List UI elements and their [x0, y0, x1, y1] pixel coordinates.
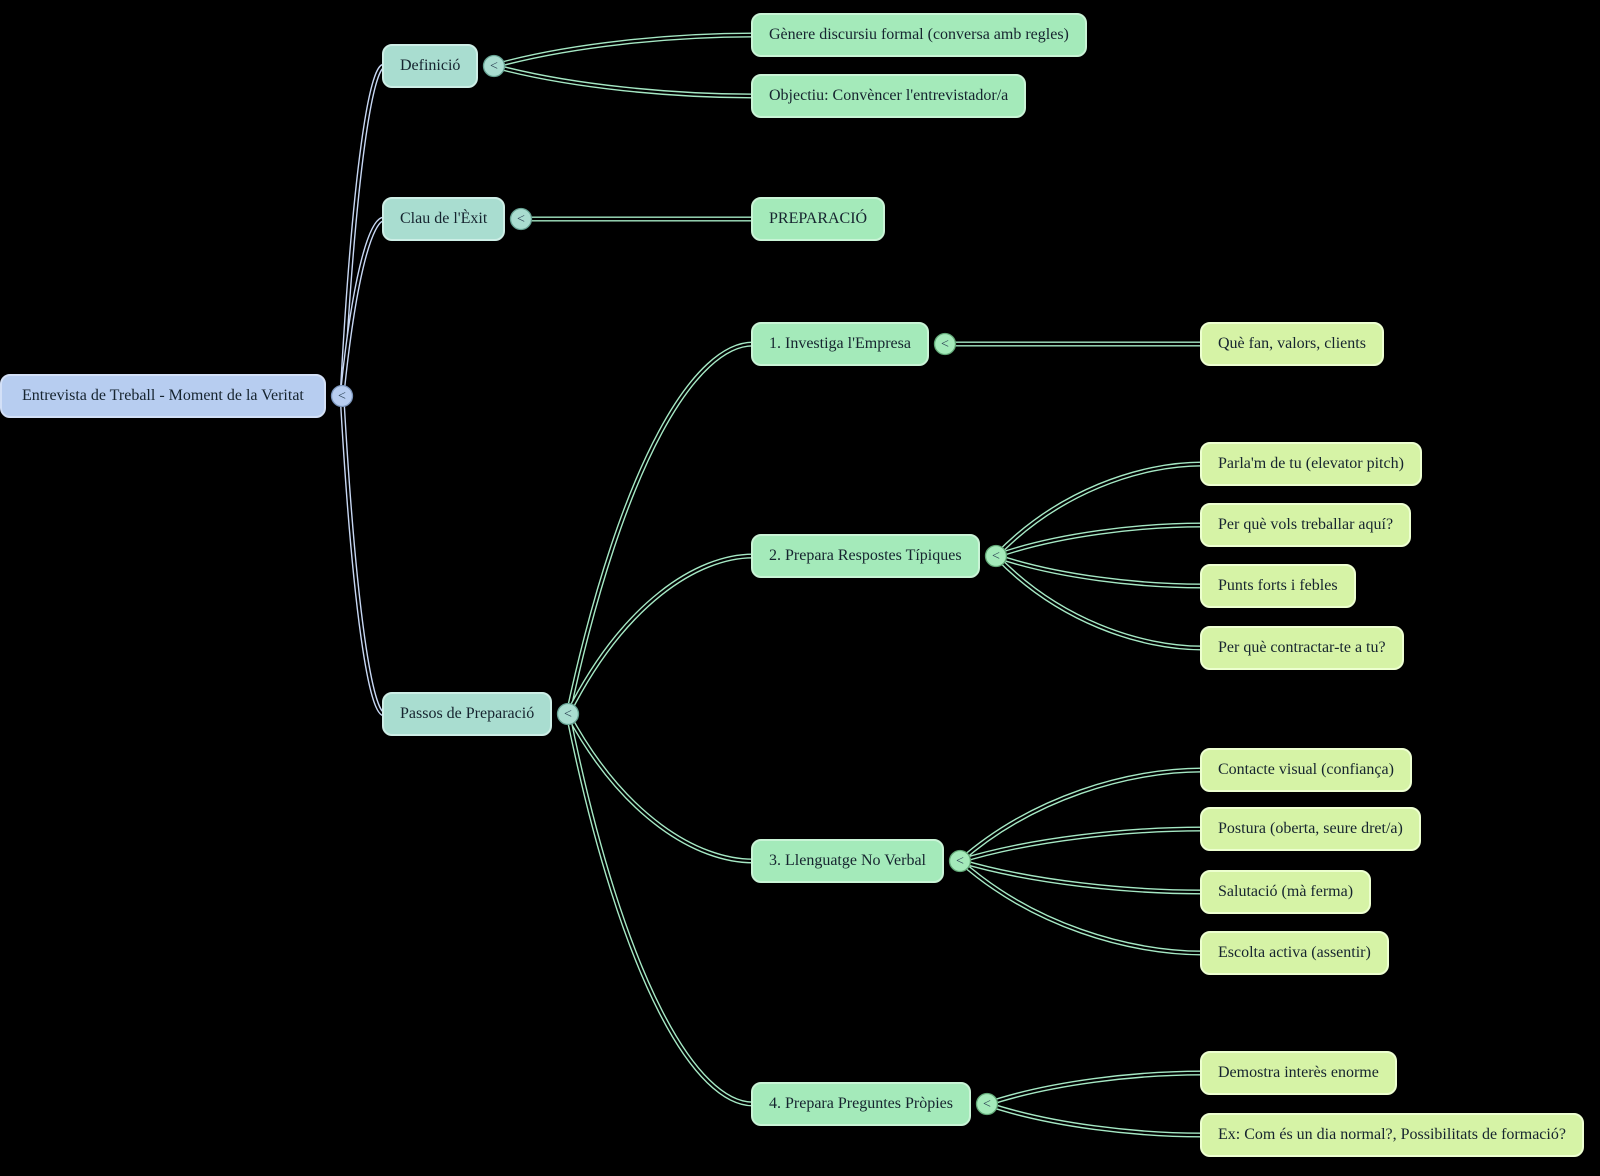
- edge-core-root-definicio: [340, 64, 385, 397]
- edge-respostes-perquecontractar: [994, 554, 1203, 651]
- edge-definicio-genere: [493, 32, 754, 69]
- edge-core-respostes-perquecontractar: [995, 555, 1203, 650]
- mindmap-node-genere[interactable]: Gènere discursiu formal (conversa amb re…: [751, 13, 1087, 57]
- edge-core-definicio-genere: [493, 33, 754, 68]
- edge-llenguatge-escolta: [958, 859, 1203, 956]
- mindmap-node-clau[interactable]: Clau de l'Èxit: [382, 197, 506, 241]
- edge-preguntes-demostra: [986, 1070, 1203, 1107]
- edge-llenguatge-contacte: [958, 767, 1203, 863]
- collapse-toggle-preguntes[interactable]: [975, 1092, 999, 1116]
- edge-core-passos-investiga: [566, 342, 754, 715]
- mindmap-node-salutacio[interactable]: Salutació (mà ferma): [1200, 870, 1372, 914]
- collapse-chevron-icon[interactable]: <: [517, 212, 525, 227]
- mindmap-node-root[interactable]: Entrevista de Treball - Moment de la Ver…: [0, 374, 326, 418]
- edge-core-respostes-puntsforts: [995, 554, 1203, 588]
- collapse-toggle-definicio[interactable]: [482, 54, 506, 78]
- mindmap-node-definicio[interactable]: Definició: [382, 44, 479, 88]
- edge-respostes-parlam: [994, 461, 1203, 558]
- mindmap-node-contacte[interactable]: Contacte visual (confiança): [1200, 748, 1412, 792]
- mindmap-node-escolta[interactable]: Escolta activa (assentir): [1200, 931, 1389, 975]
- collapse-chevron-icon[interactable]: <: [941, 337, 949, 352]
- mindmap-node-perquevols[interactable]: Per què vols treballar aquí?: [1200, 503, 1412, 547]
- mindmap-node-postura[interactable]: Postura (oberta, seure dret/a): [1200, 807, 1421, 851]
- collapse-toggle-respostes[interactable]: [984, 544, 1008, 568]
- edge-passos-respostes: [565, 553, 754, 716]
- collapse-chevron-icon[interactable]: <: [564, 707, 572, 722]
- edge-core-llenguatge-salutacio: [959, 859, 1203, 894]
- collapse-toggle-root[interactable]: [330, 384, 354, 408]
- mindmap-node-respostes[interactable]: 2. Prepara Respostes Típiques: [751, 534, 980, 578]
- edge-core-passos-preguntes: [566, 713, 754, 1106]
- mindmap-node-demostra[interactable]: Demostra interès enorme: [1200, 1051, 1397, 1095]
- edge-core-definicio-objectiu: [493, 64, 754, 98]
- edge-core-passos-llenguatge: [567, 713, 754, 863]
- edge-core-llenguatge-postura: [959, 827, 1203, 863]
- edge-core-preguntes-excom: [986, 1102, 1203, 1137]
- collapse-toggle-investiga[interactable]: [933, 332, 957, 356]
- collapse-chevron-icon[interactable]: <: [490, 59, 498, 74]
- edge-passos-investiga: [565, 341, 754, 715]
- mindmap-node-puntsforts[interactable]: Punts forts i febles: [1200, 564, 1356, 608]
- edge-core-respostes-parlam: [995, 462, 1203, 557]
- edge-core-root-clau: [340, 217, 385, 397]
- edge-preguntes-excom: [986, 1101, 1203, 1138]
- collapse-chevron-icon[interactable]: <: [983, 1097, 991, 1112]
- edge-core-llenguatge-contacte: [959, 768, 1203, 862]
- collapse-chevron-icon[interactable]: <: [992, 549, 1000, 564]
- collapse-toggle-clau[interactable]: [509, 207, 533, 231]
- mindmap-node-preparacio[interactable]: PREPARACIÓ: [751, 197, 886, 241]
- collapse-toggle-passos[interactable]: [556, 702, 580, 726]
- edge-core-respostes-perquevols: [995, 523, 1203, 558]
- mindmap-node-parlam[interactable]: Parla'm de tu (elevator pitch): [1200, 442, 1422, 486]
- mindmap-node-preguntes[interactable]: 4. Prepara Preguntes Pròpies: [751, 1082, 971, 1126]
- edge-root-passos: [339, 395, 385, 717]
- edge-core-preguntes-demostra: [986, 1071, 1203, 1106]
- edge-core-passos-respostes: [567, 554, 754, 715]
- collapse-chevron-icon[interactable]: <: [956, 854, 964, 869]
- edge-passos-preguntes: [565, 713, 754, 1107]
- mindmap-node-quefan[interactable]: Què fan, valors, clients: [1200, 322, 1384, 366]
- mindmap-node-excom[interactable]: Ex: Com és un dia normal?, Possibilitats…: [1200, 1113, 1584, 1157]
- collapse-chevron-icon[interactable]: <: [338, 389, 346, 404]
- mindmap-node-passos[interactable]: Passos de Preparació: [382, 692, 553, 736]
- mindmap-node-perquecontractar[interactable]: Per què contractar-te a tu?: [1200, 626, 1404, 670]
- mindmap-node-llenguatge[interactable]: 3. Llenguatge No Verbal: [751, 839, 944, 883]
- mindmap-node-investiga[interactable]: 1. Investiga l'Empresa: [751, 322, 929, 366]
- collapse-toggle-llenguatge[interactable]: [948, 849, 972, 873]
- edge-core-root-passos: [340, 395, 385, 716]
- edge-core-llenguatge-escolta: [959, 860, 1203, 955]
- edge-definicio-objectiu: [493, 63, 754, 99]
- mindmap-node-objectiu[interactable]: Objectiu: Convèncer l'entrevistador/a: [751, 74, 1027, 118]
